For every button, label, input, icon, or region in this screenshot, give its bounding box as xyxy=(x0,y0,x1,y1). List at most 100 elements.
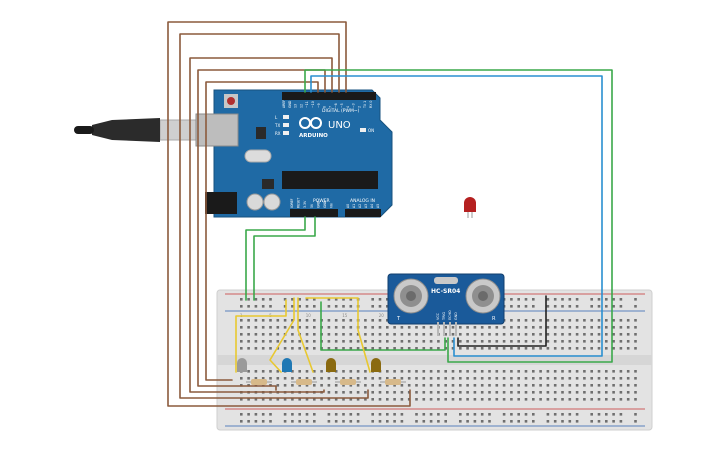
rail-hole[interactable] xyxy=(612,298,615,301)
breadboard-hole[interactable] xyxy=(276,326,280,329)
breadboard-hole[interactable] xyxy=(524,384,528,387)
breadboard-hole[interactable] xyxy=(313,340,316,343)
breadboard-hole[interactable] xyxy=(517,398,520,401)
breadboard-hole[interactable] xyxy=(327,319,331,322)
breadboard-hole[interactable] xyxy=(626,333,630,336)
breadboard-hole[interactable] xyxy=(429,370,433,373)
breadboard-hole[interactable] xyxy=(305,319,309,322)
breadboard-hole[interactable] xyxy=(480,326,484,329)
breadboard-hole[interactable] xyxy=(517,340,520,343)
breadboard-hole[interactable] xyxy=(590,347,593,350)
breadboard-hole[interactable] xyxy=(378,398,382,401)
rail-hole[interactable] xyxy=(480,413,484,416)
breadboard-hole[interactable] xyxy=(539,326,542,329)
breadboard-hole[interactable] xyxy=(575,377,579,380)
breadboard-hole[interactable] xyxy=(532,333,535,336)
led-red[interactable] xyxy=(464,197,476,218)
breadboard-hole[interactable] xyxy=(313,319,316,322)
breadboard-hole[interactable] xyxy=(429,333,433,336)
breadboard-hole[interactable] xyxy=(342,319,345,322)
breadboard-hole[interactable] xyxy=(254,347,258,350)
breadboard-hole[interactable] xyxy=(334,319,338,322)
breadboard-hole[interactable] xyxy=(597,333,601,336)
breadboard-hole[interactable] xyxy=(532,340,535,343)
breadboard-hole[interactable] xyxy=(466,398,469,401)
breadboard-hole[interactable] xyxy=(254,340,258,343)
breadboard-hole[interactable] xyxy=(327,377,331,380)
breadboard-hole[interactable] xyxy=(415,377,418,380)
breadboard-hole[interactable] xyxy=(546,347,550,350)
breadboard-hole[interactable] xyxy=(612,370,615,373)
rail-hole[interactable] xyxy=(247,305,250,308)
breadboard-hole[interactable] xyxy=(429,347,433,350)
breadboard-hole[interactable] xyxy=(261,370,265,373)
breadboard-hole[interactable] xyxy=(626,319,630,322)
breadboard-hole[interactable] xyxy=(488,333,491,336)
breadboard-hole[interactable] xyxy=(510,326,513,329)
breadboard-hole[interactable] xyxy=(532,370,535,373)
breadboard-hole[interactable] xyxy=(378,340,382,343)
breadboard-hole[interactable] xyxy=(444,391,447,394)
breadboard-hole[interactable] xyxy=(305,377,309,380)
breadboard-hole[interactable] xyxy=(429,391,433,394)
breadboard-hole[interactable] xyxy=(634,377,637,380)
breadboard-hole[interactable] xyxy=(437,398,440,401)
breadboard-hole[interactable] xyxy=(590,333,593,336)
rail-hole[interactable] xyxy=(634,420,637,423)
breadboard-hole[interactable] xyxy=(524,326,528,329)
breadboard-hole[interactable] xyxy=(473,340,477,343)
breadboard-hole[interactable] xyxy=(553,398,557,401)
breadboard-hole[interactable] xyxy=(459,347,462,350)
breadboard-hole[interactable] xyxy=(510,398,513,401)
rail-hole[interactable] xyxy=(247,420,250,423)
rail-hole[interactable] xyxy=(291,420,294,423)
breadboard-hole[interactable] xyxy=(466,391,469,394)
breadboard-hole[interactable] xyxy=(254,326,258,329)
rail-hole[interactable] xyxy=(561,298,564,301)
rail-hole[interactable] xyxy=(422,420,426,423)
breadboard-hole[interactable] xyxy=(254,370,258,373)
rail-hole[interactable] xyxy=(298,298,301,301)
rail-hole[interactable] xyxy=(561,413,564,416)
breadboard-hole[interactable] xyxy=(575,398,579,401)
breadboard-hole[interactable] xyxy=(371,377,374,380)
breadboard-hole[interactable] xyxy=(553,333,557,336)
breadboard-hole[interactable] xyxy=(334,347,338,350)
breadboard-hole[interactable] xyxy=(488,398,491,401)
breadboard-hole[interactable] xyxy=(561,377,564,380)
breadboard-hole[interactable] xyxy=(473,326,477,329)
breadboard-hole[interactable] xyxy=(459,370,462,373)
breadboard-hole[interactable] xyxy=(524,370,528,373)
breadboard-hole[interactable] xyxy=(473,391,477,394)
breadboard-hole[interactable] xyxy=(634,340,637,343)
breadboard-hole[interactable] xyxy=(583,347,586,350)
breadboard-hole[interactable] xyxy=(407,333,411,336)
rail-hole[interactable] xyxy=(532,413,535,416)
breadboard-hole[interactable] xyxy=(510,319,513,322)
breadboard-hole[interactable] xyxy=(561,398,564,401)
breadboard-hole[interactable] xyxy=(305,398,309,401)
breadboard-hole[interactable] xyxy=(291,347,294,350)
breadboard-hole[interactable] xyxy=(364,340,367,343)
breadboard-hole[interactable] xyxy=(619,340,623,343)
breadboard-hole[interactable] xyxy=(502,340,506,343)
rail-hole[interactable] xyxy=(612,305,615,308)
breadboard-hole[interactable] xyxy=(415,391,418,394)
breadboard-hole[interactable] xyxy=(407,326,411,329)
breadboard-hole[interactable] xyxy=(247,333,250,336)
breadboard-hole[interactable] xyxy=(371,398,374,401)
rail-hole[interactable] xyxy=(437,420,440,423)
rail-hole[interactable] xyxy=(334,305,338,308)
rail-hole[interactable] xyxy=(378,298,382,301)
breadboard-hole[interactable] xyxy=(298,326,301,329)
breadboard-hole[interactable] xyxy=(626,370,630,373)
rail-hole[interactable] xyxy=(240,298,243,301)
breadboard-hole[interactable] xyxy=(510,391,513,394)
breadboard-hole[interactable] xyxy=(553,340,557,343)
breadboard-hole[interactable] xyxy=(400,377,404,380)
breadboard-hole[interactable] xyxy=(342,391,345,394)
breadboard-hole[interactable] xyxy=(553,326,557,329)
rail-hole[interactable] xyxy=(510,413,513,416)
breadboard-hole[interactable] xyxy=(247,326,250,329)
resistor-1[interactable] xyxy=(246,379,272,385)
